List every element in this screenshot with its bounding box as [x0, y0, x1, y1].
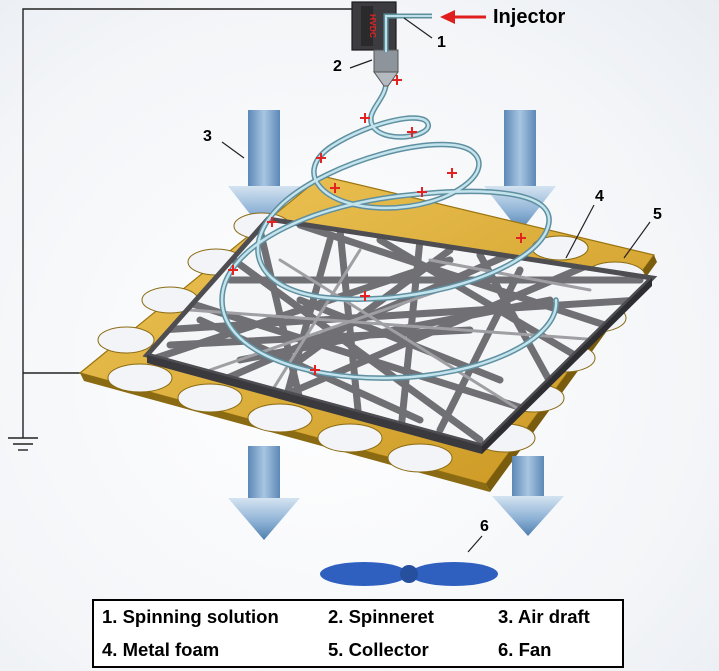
legend-item-air-draft: 3. Air draft: [498, 606, 590, 627]
hv-power-supply: HVDC: [351, 1, 397, 51]
hvdc-label: HVDC: [368, 14, 378, 38]
callout-leaders: [221, 17, 651, 553]
injector-tube: [383, 13, 432, 52]
air-draft-arrow-lower-left: [228, 446, 300, 540]
fiber-jet: [219, 77, 559, 381]
callout-2: 2: [333, 58, 342, 75]
legend-item-metal-foam: 4. Metal foam: [102, 639, 220, 660]
callout-4: 4: [595, 188, 604, 205]
ground-circuit: [8, 8, 352, 451]
air-draft-arrow-left: [228, 110, 300, 232]
legend-item-collector: 5. Collector: [328, 639, 429, 660]
injector-label: Injector: [493, 6, 566, 28]
callout-1: 1: [437, 34, 446, 51]
legend-box: 1. Spinning solution 2. Spinneret 3. Air…: [92, 599, 624, 668]
callout-3: 3: [203, 128, 212, 145]
metal-foam: [142, 216, 658, 454]
air-draft-arrow-lower-right: [492, 456, 564, 536]
legend-item-spinneret: 2. Spinneret: [328, 606, 434, 627]
legend-item-spinning-solution: 1. Spinning solution: [102, 606, 279, 627]
air-draft-arrow-right: [484, 110, 556, 232]
callout-6: 6: [480, 518, 489, 535]
injector-arrow: [440, 10, 486, 24]
fan: [320, 562, 498, 586]
callout-5: 5: [653, 206, 662, 223]
legend-item-fan: 6. Fan: [498, 639, 552, 660]
